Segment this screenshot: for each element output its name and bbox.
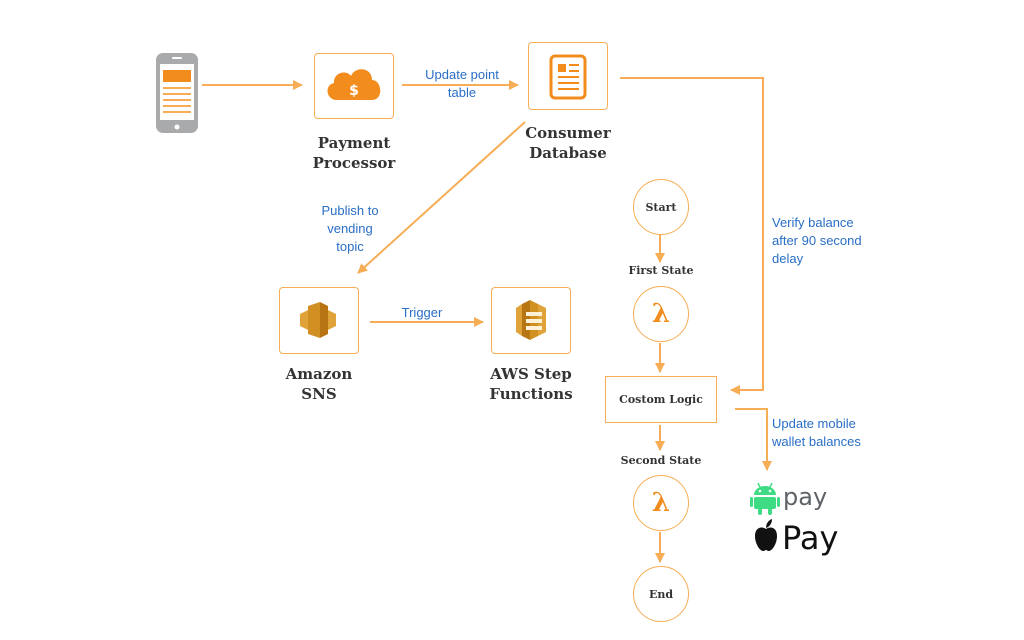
payment-processor-node[interactable]: $ bbox=[314, 53, 394, 119]
aws-step-functions-node[interactable] bbox=[491, 287, 571, 354]
first-state-node[interactable]: λ bbox=[633, 286, 689, 342]
document-icon bbox=[549, 54, 587, 100]
second-state-label: Second State bbox=[620, 454, 702, 467]
edge-label-update-wallets: Update mobile wallet balances bbox=[772, 416, 861, 449]
edge-label-publish-to-topic: Publish to vending topic bbox=[321, 203, 379, 254]
step-functions-icon bbox=[516, 300, 546, 340]
consumer-database-node[interactable] bbox=[528, 42, 608, 110]
edge-database-to-sns bbox=[357, 121, 526, 274]
android-pay-text: pay bbox=[783, 483, 828, 511]
workflow-start[interactable]: Start bbox=[633, 179, 689, 235]
workflow-end-label: End bbox=[648, 587, 674, 601]
edge-label-update-point-table: Update point table bbox=[425, 67, 499, 100]
sns-icon bbox=[300, 302, 336, 338]
lambda-icon: λ bbox=[651, 299, 671, 329]
edge-database-to-logic bbox=[620, 77, 764, 395]
custom-logic-label: Costom Logic bbox=[619, 393, 703, 406]
workflow-end[interactable]: End bbox=[633, 566, 689, 622]
consumer-database-title: Consumer Database bbox=[525, 124, 611, 162]
edge-label-verify-balance: Verify balance after 90 second delay bbox=[772, 215, 862, 266]
lambda-icon: λ bbox=[651, 488, 671, 518]
amazon-sns-title: Amazon SNS bbox=[285, 365, 353, 403]
edge-logic-to-wallets bbox=[735, 408, 772, 471]
apple-icon bbox=[755, 519, 777, 551]
svg-text:$: $ bbox=[349, 83, 359, 99]
amazon-sns-node[interactable] bbox=[279, 287, 359, 354]
first-state-label: First State bbox=[628, 264, 694, 277]
workflow-start-label: Start bbox=[645, 200, 677, 214]
android-icon bbox=[750, 482, 780, 515]
phone-icon bbox=[156, 53, 198, 133]
payment-processor-title: Payment Processor bbox=[312, 134, 396, 172]
second-state-node[interactable]: λ bbox=[633, 475, 689, 531]
apple-pay-text: Pay bbox=[782, 519, 839, 557]
cloud-dollar-icon: $ bbox=[327, 69, 381, 100]
edge-label-trigger: Trigger bbox=[401, 305, 443, 320]
aws-step-functions-title: AWS Step Functions bbox=[489, 365, 573, 403]
custom-logic-node[interactable]: Costom Logic bbox=[605, 376, 717, 423]
